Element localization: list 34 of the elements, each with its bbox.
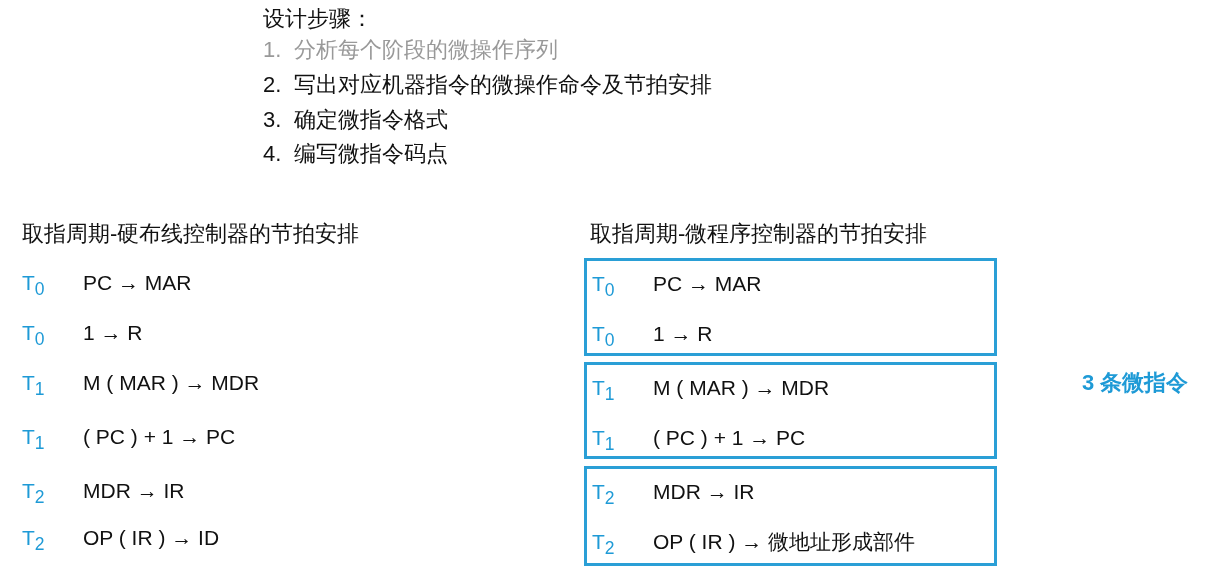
clock-label: T$_{1}$ [592, 427, 615, 454]
micro-operation: 1 → R [83, 322, 143, 343]
clock-label: T$_{1}$ [592, 377, 615, 404]
column-heading: 取指周期-硬布线控制器的节拍安排 [22, 223, 360, 245]
micro-operation: OP ( IR ) → 微地址形成部件 [653, 531, 916, 552]
micro-operation: 1 → R [653, 323, 713, 344]
micro-operation: M ( MAR ) → MDR [653, 377, 830, 398]
micro-operation: ( PC ) + 1 → PC [653, 427, 806, 448]
clock-label: T$_{0}$ [592, 323, 615, 350]
clock-label: T$_{0}$ [592, 273, 615, 300]
count-label: 3 条微指令 [1082, 372, 1189, 394]
step-text: 3. 确定微指令格式 [263, 109, 448, 131]
clock-label: T$_{0}$ [22, 322, 45, 349]
micro-instruction-box [584, 362, 997, 459]
micro-operation: OP ( IR ) → ID [83, 527, 220, 548]
clock-label: T$_{1}$ [22, 426, 45, 453]
micro-operation: MDR → IR [653, 481, 755, 502]
micro-operation: M ( MAR ) → MDR [83, 372, 260, 393]
micro-operation: PC → MAR [653, 273, 762, 294]
clock-label: T$_{1}$ [22, 372, 45, 399]
step-text: 1. 分析每个阶段的微操作序列 [263, 39, 558, 61]
step-text: 4. 编写微指令码点 [263, 143, 448, 165]
micro-operation: PC → MAR [83, 272, 192, 293]
clock-label: T$_{0}$ [22, 272, 45, 299]
clock-label: T$_{2}$ [22, 480, 45, 507]
clock-label: T$_{2}$ [592, 531, 615, 558]
micro-operation: ( PC ) + 1 → PC [83, 426, 236, 447]
clock-label: T$_{2}$ [592, 481, 615, 508]
clock-label: T$_{2}$ [22, 527, 45, 554]
micro-instruction-box [584, 258, 997, 356]
micro-operation: MDR → IR [83, 480, 185, 501]
step-text: 2. 写出对应机器指令的微操作命令及节拍安排 [263, 74, 712, 96]
list-heading: 设计步骤： [263, 8, 373, 30]
micro-instruction-box [584, 466, 997, 566]
